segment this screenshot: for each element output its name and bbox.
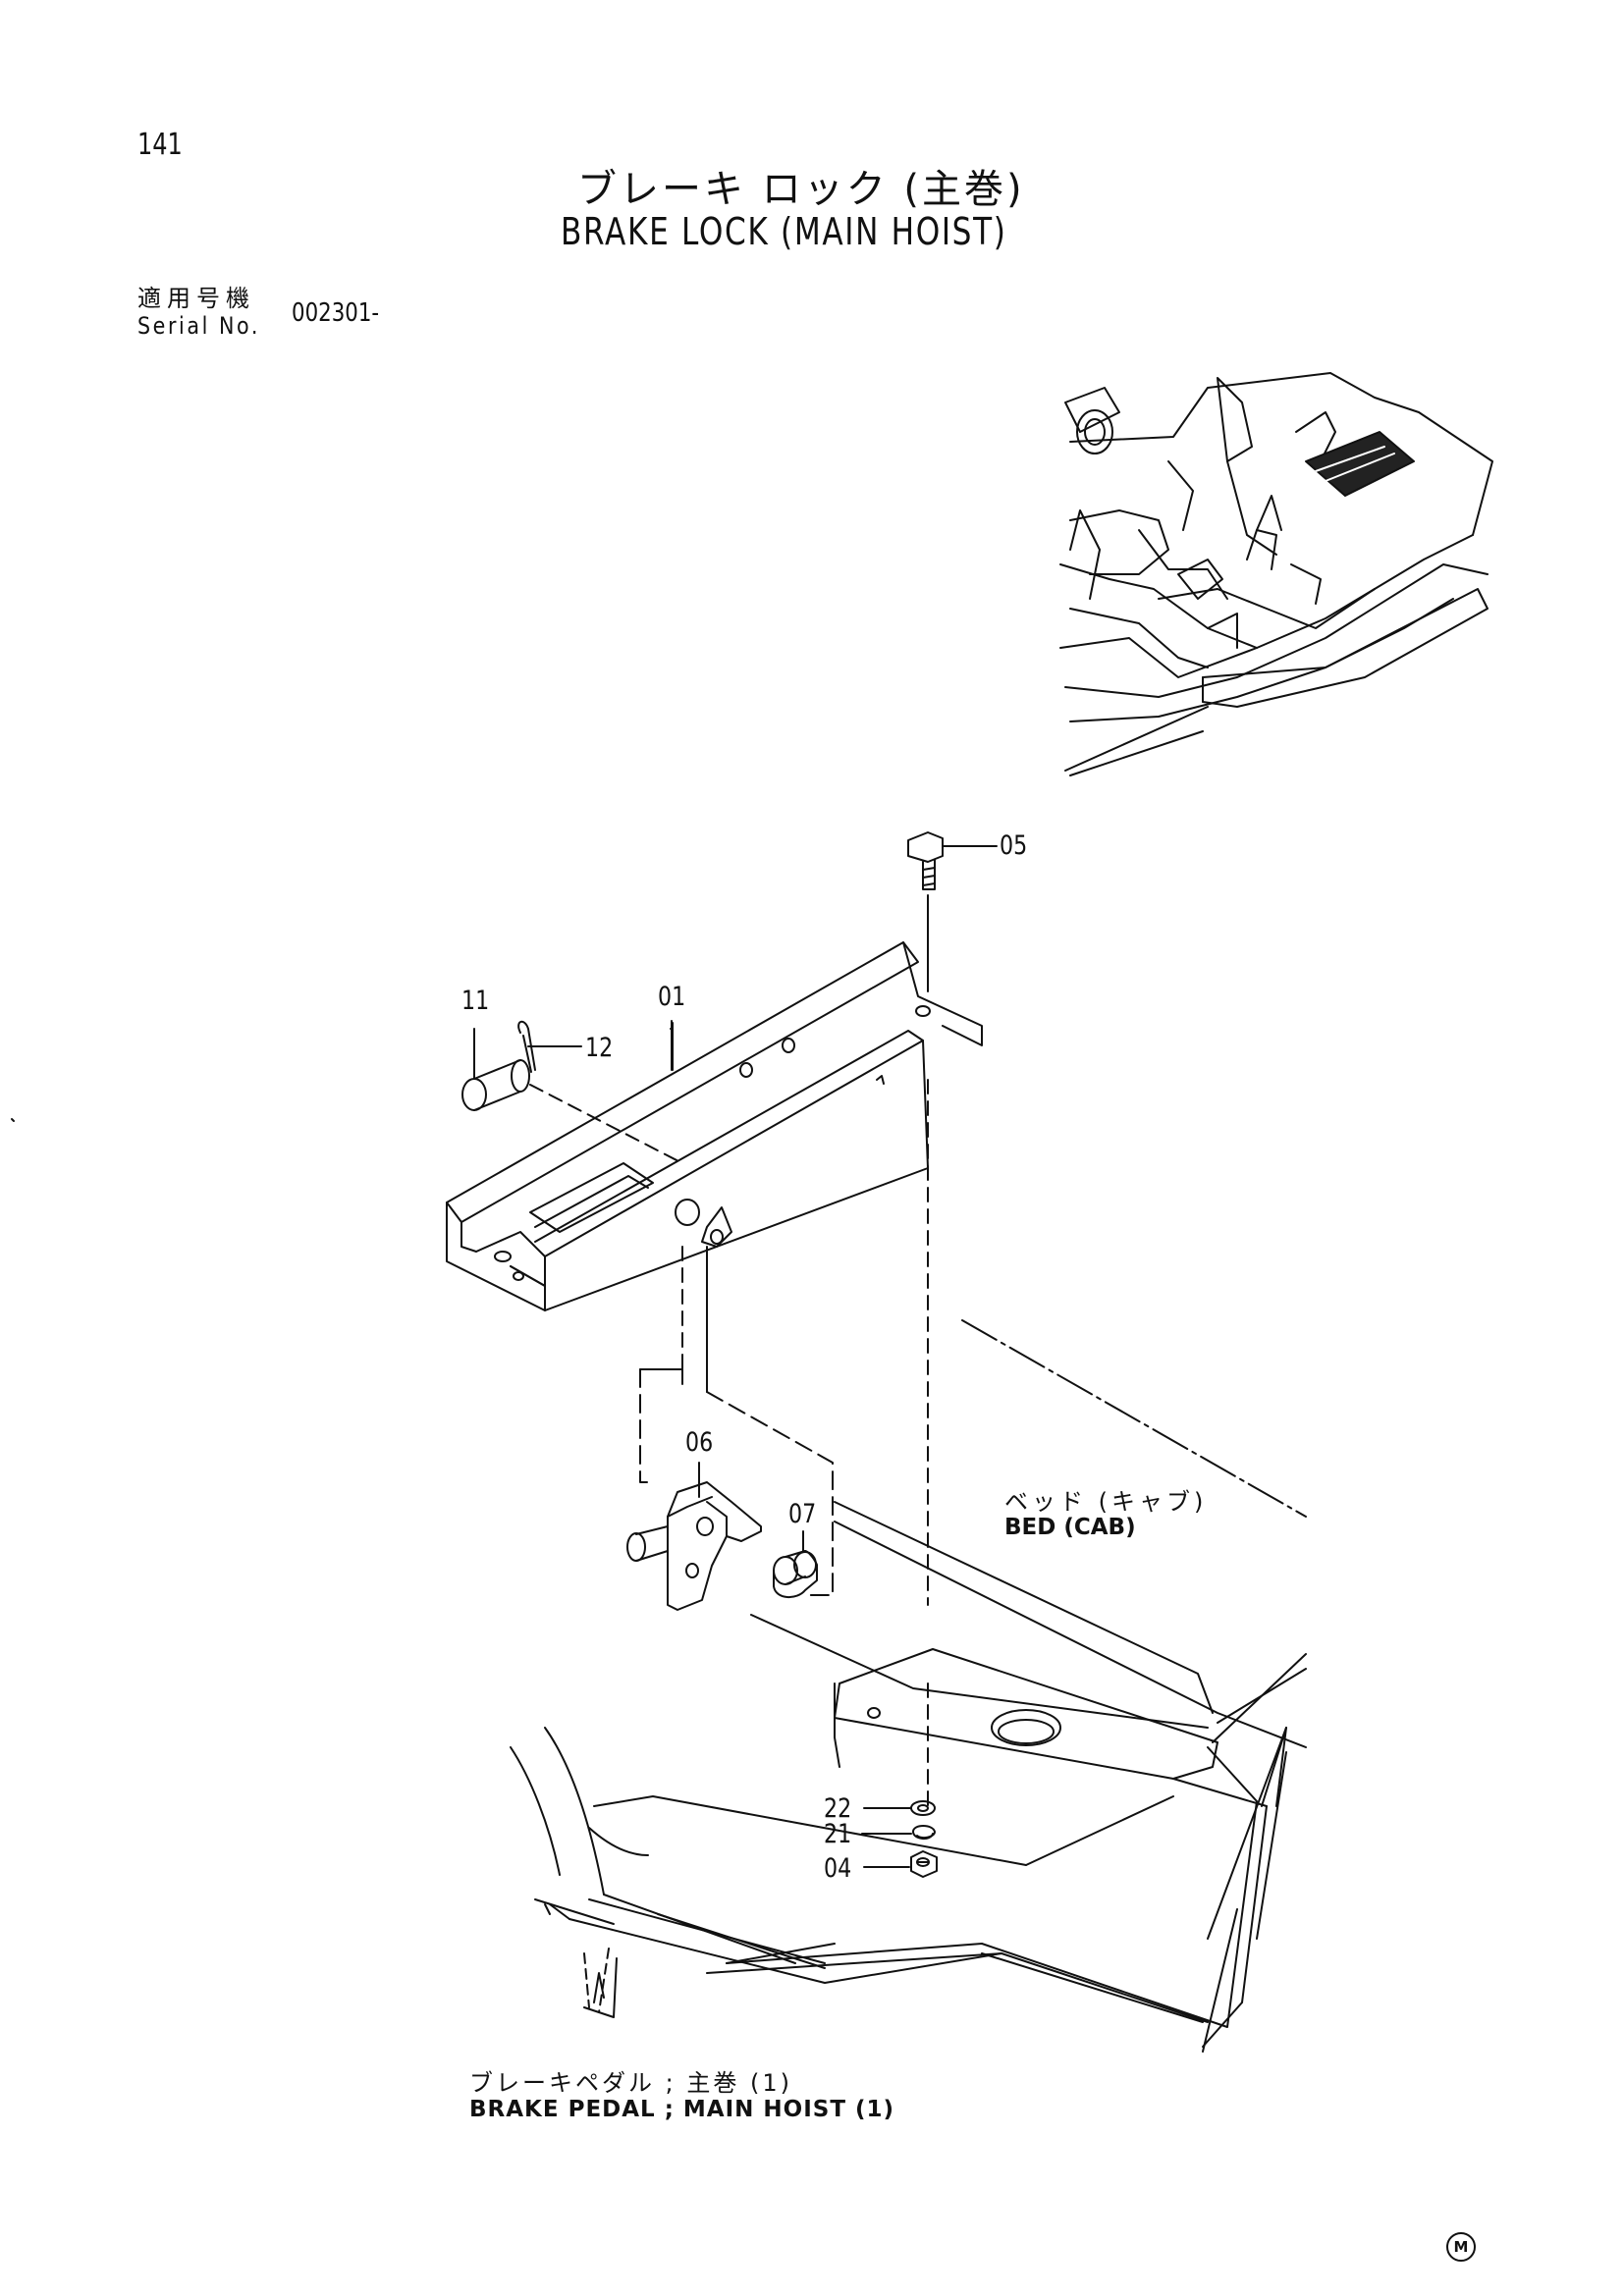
title-japanese: ブレーキ ロック (主巻) xyxy=(577,167,1025,212)
bed-label-japanese: ベッド (キャブ) xyxy=(1004,1488,1208,1516)
callout-05: 05 xyxy=(1000,830,1028,861)
boundary-box xyxy=(639,1368,834,1596)
cotter-pin-12 xyxy=(517,1020,582,1073)
bushing-07 xyxy=(773,1530,818,1598)
bracket-01 xyxy=(446,941,983,1311)
pedal-frame xyxy=(510,1727,1204,2023)
manufacturer-mark: M xyxy=(1446,2232,1476,2262)
bracket-06 xyxy=(626,1462,762,1611)
washer-22 xyxy=(863,1800,936,1816)
callout-21: 21 xyxy=(824,1819,852,1849)
callout-01: 01 xyxy=(658,982,686,1012)
callout-22: 22 xyxy=(824,1793,852,1824)
callout-12: 12 xyxy=(585,1033,614,1063)
bed-label-english: BED (CAB) xyxy=(1004,1515,1136,1540)
overview-inset xyxy=(1059,372,1493,776)
serial-label-japanese: 適用号機 xyxy=(137,285,255,312)
assembly-lines xyxy=(529,1079,929,1807)
nut-04 xyxy=(863,1850,938,1878)
pedal-label-japanese: ブレーキペダル ; 主巻 (1) xyxy=(469,2069,792,2097)
pin-11 xyxy=(461,1028,530,1111)
callout-04: 04 xyxy=(824,1853,852,1884)
spring-washer-21 xyxy=(861,1825,936,1840)
callout-07: 07 xyxy=(788,1499,817,1529)
pedal-label-english: BRAKE PEDAL ; MAIN HOIST (1) xyxy=(469,2097,895,2122)
title-english: BRAKE LOCK (MAIN HOIST) xyxy=(561,210,1007,253)
page-number: 141 xyxy=(137,128,183,162)
bed-cab xyxy=(706,1319,1307,2053)
callout-06: 06 xyxy=(685,1427,714,1458)
callout-11: 11 xyxy=(461,986,490,1016)
serial-label-english: Serial No. xyxy=(137,312,261,340)
bolt-05 xyxy=(907,831,998,992)
serial-value: 002301- xyxy=(292,298,380,328)
